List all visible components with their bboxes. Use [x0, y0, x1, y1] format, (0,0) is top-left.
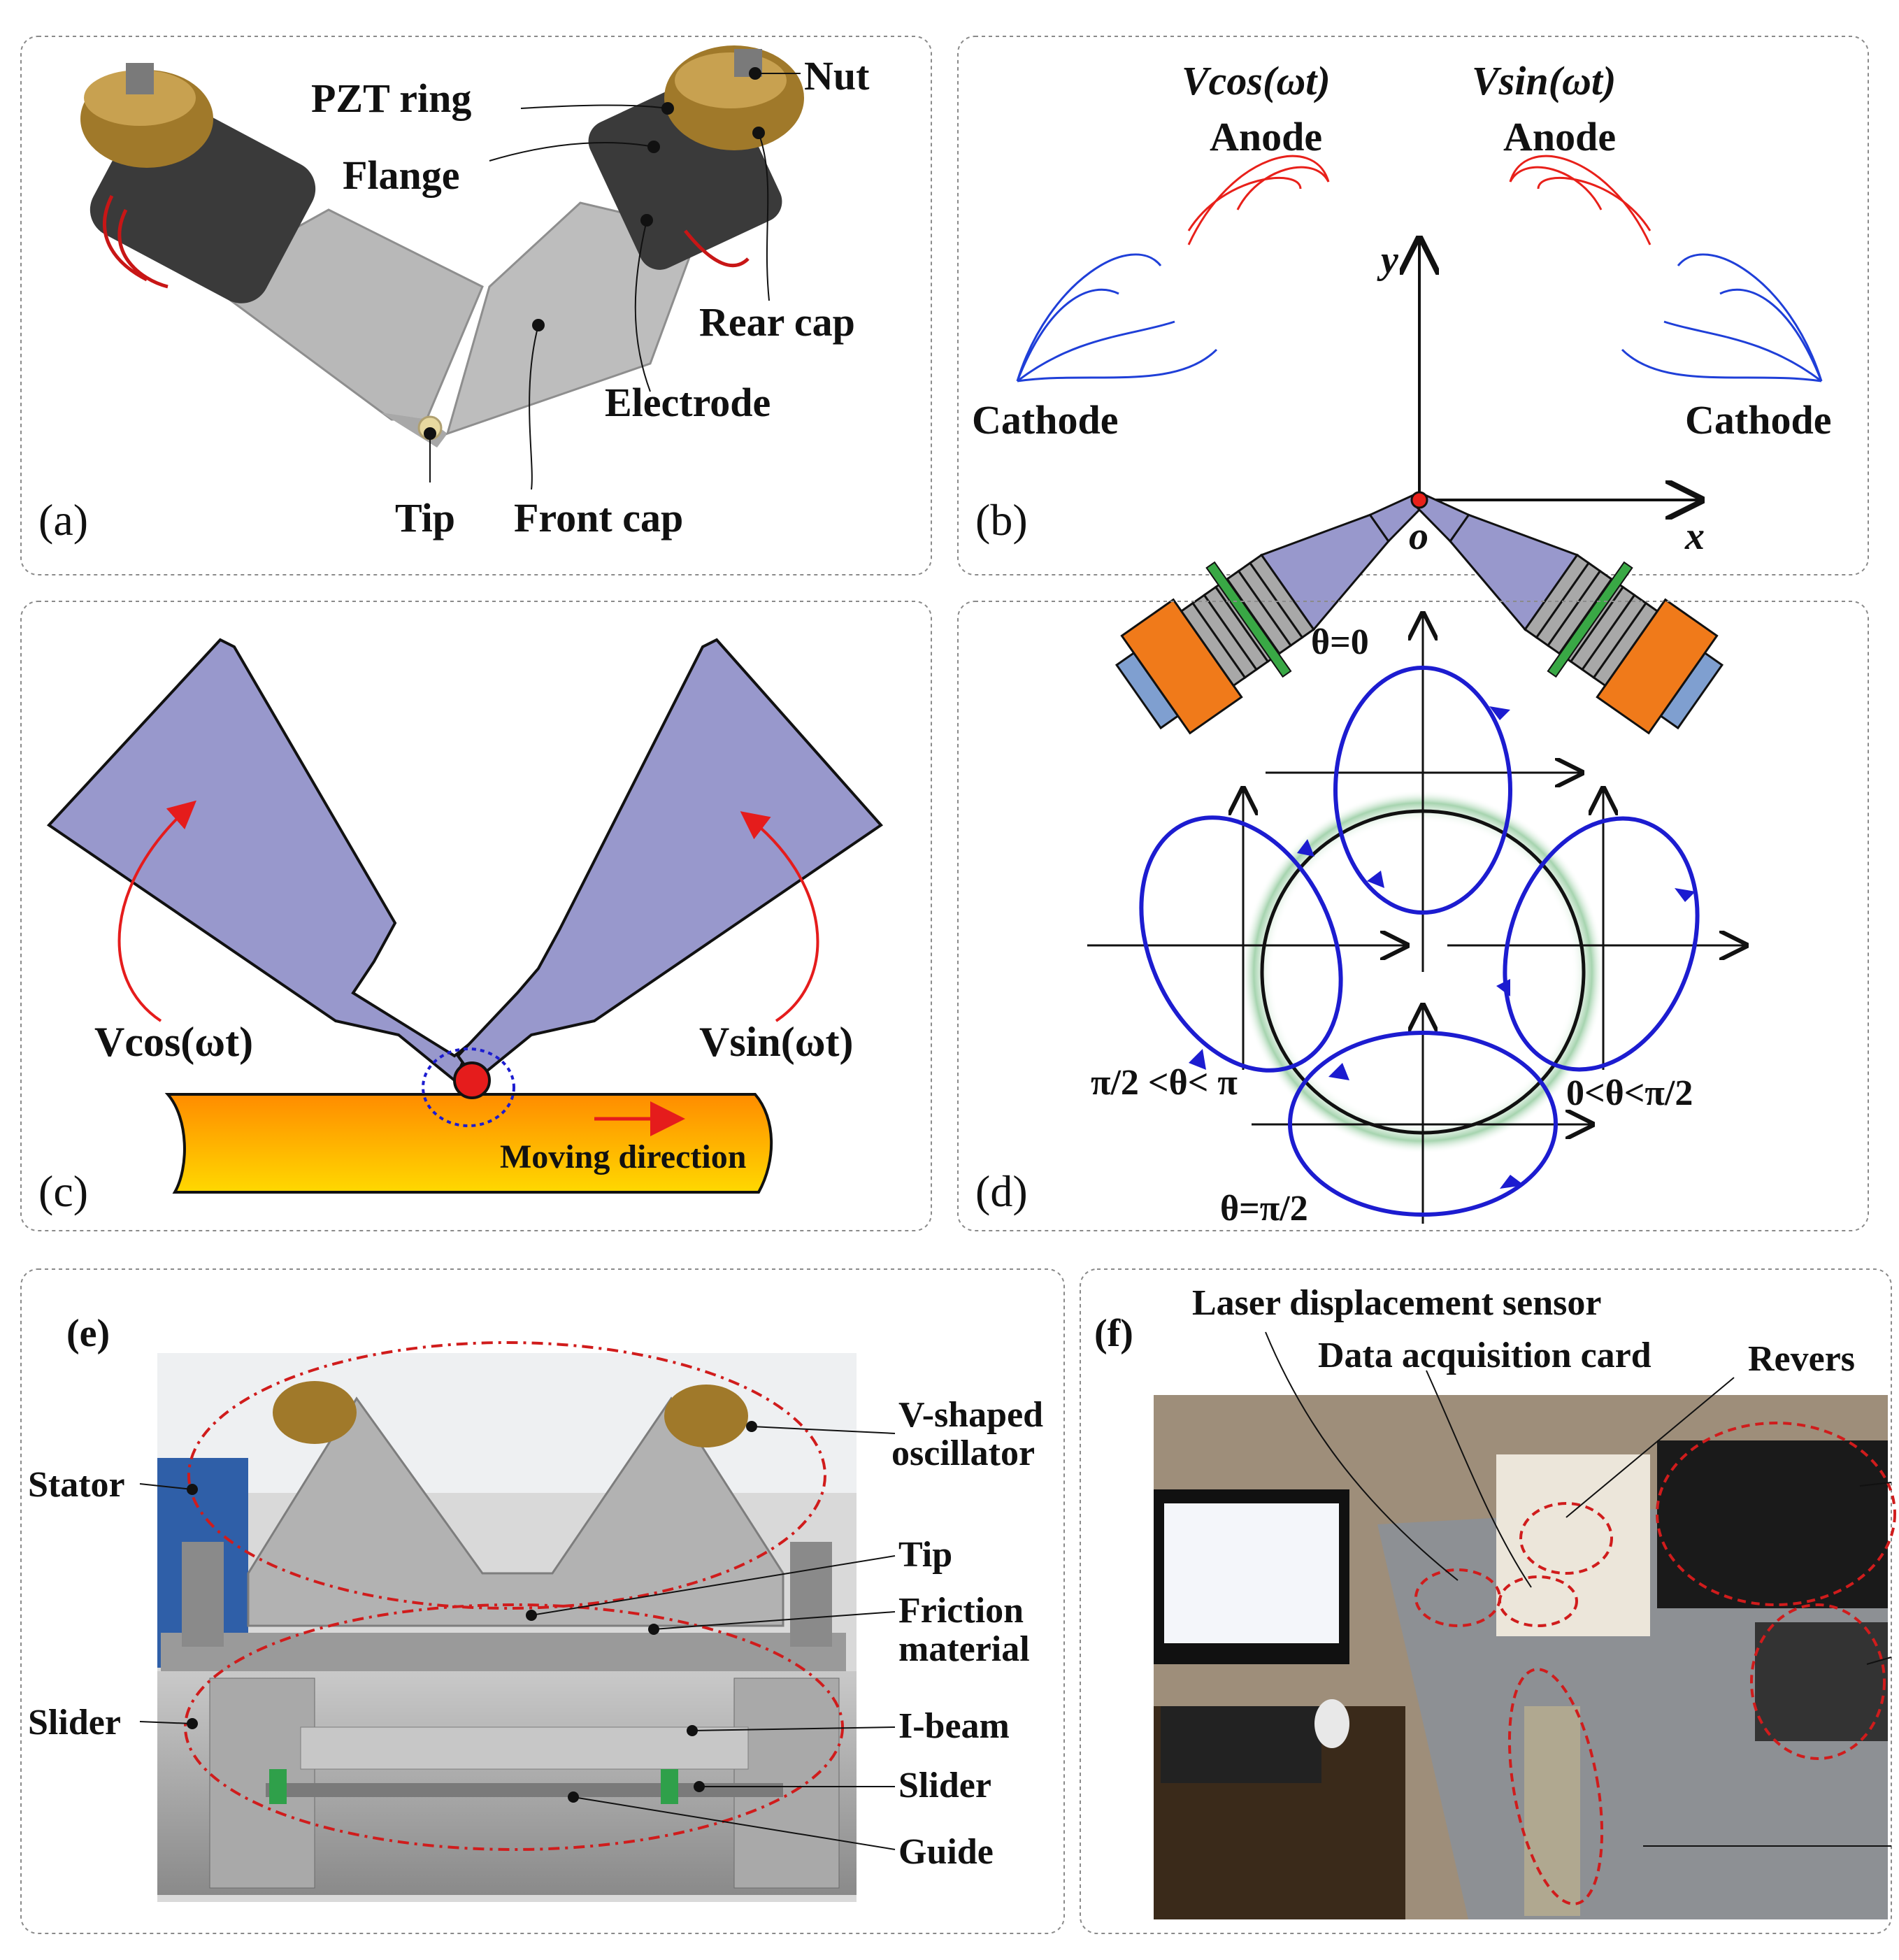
label-axis-x: x: [1684, 515, 1705, 558]
panel-a-leaders: [429, 73, 801, 490]
label-nut: Nut: [804, 53, 870, 99]
label-laser-sensor: Laser displacement sensor: [1192, 1283, 1601, 1323]
panel-e-id: (e): [66, 1312, 110, 1355]
panel-e-leaders: [139, 1426, 896, 1850]
pzt-stack-right: [1524, 553, 1659, 687]
panel-a-dots: [424, 67, 765, 440]
label-rear-cap: Rear cap: [699, 299, 855, 345]
label-anode-right: Anode: [1503, 114, 1616, 159]
label-daq-card: Data acquisition card: [1318, 1336, 1651, 1375]
orbit-right: [1503, 816, 1700, 1072]
stator-highlight: [187, 1341, 826, 1610]
orbit-direction-arrows: [1189, 706, 1696, 1189]
panel-a: PZT ring Nut Flange Rear cap Electrode T…: [20, 36, 932, 575]
panel-f: Laser displacement sensor Data acquisiti…: [1080, 1268, 1896, 1934]
setup-photo: [1154, 1395, 1888, 1919]
panel-f-highlights: [1414, 1422, 1896, 1905]
panel-f-id: (f): [1094, 1312, 1133, 1355]
transducer-left-photo: [80, 63, 484, 448]
horn-left-c: [46, 638, 473, 1083]
label-v-shaped: V-shaped: [898, 1395, 1043, 1435]
tip-c: [453, 1061, 491, 1099]
label-tip: Tip: [395, 495, 455, 541]
label-vcos-c: Vcos(ωt): [94, 1019, 253, 1065]
panel-b-border: [957, 36, 1869, 575]
horn-right-c: [456, 638, 884, 1082]
label-stator: Stator: [28, 1465, 125, 1505]
transducer-right-photo: [445, 45, 804, 436]
panel-e-border: [20, 1268, 1065, 1934]
label-electrode: Electrode: [605, 380, 771, 425]
oscillator-plate: [247, 1396, 784, 1627]
flange-left: [1205, 561, 1292, 678]
label-revers: Revers: [1748, 1339, 1855, 1379]
transducer-right-schematic: [1414, 492, 1724, 735]
tip-point: [1410, 491, 1428, 509]
panel-d: θ=0 0<θ<π/2 π/2 <θ< π θ=π/2 (d): [957, 601, 1869, 1231]
transducer-left-schematic: [1115, 492, 1425, 735]
label-oscillator: oscillator: [891, 1433, 1035, 1473]
wires: [1016, 155, 1823, 382]
label-i-beam: I-beam: [898, 1706, 1010, 1746]
label-material: material: [898, 1629, 1030, 1669]
panel-f-border: [1080, 1268, 1892, 1934]
panel-f-leaders: [1265, 1331, 1892, 1847]
label-vsin-b: Vsin(ωt): [1472, 58, 1616, 103]
label-vsin-c: Vsin(ωt): [699, 1019, 854, 1065]
label-friction: Friction: [898, 1591, 1024, 1631]
label-front-cap: Front cap: [514, 495, 683, 541]
orbit-bottom: [1288, 1031, 1558, 1217]
tip-orbit: [422, 1047, 515, 1127]
panel-a-id: (a): [38, 495, 88, 545]
label-cathode-left: Cathode: [972, 397, 1118, 443]
label-slider-left: Slider: [28, 1703, 121, 1743]
label-tip-e: Tip: [898, 1535, 952, 1575]
flange-right: [1547, 561, 1633, 678]
label-theta-bottom: θ=π/2: [1220, 1189, 1308, 1229]
label-guide: Guide: [898, 1832, 994, 1872]
label-slider-right: Slider: [898, 1766, 991, 1805]
panel-b: Vcos(ωt) Anode Vsin(ωt) Anode Cathode Ca…: [957, 36, 1869, 735]
panel-e: Stator Slider V-shaped oscillator Tip Fr…: [20, 1268, 1065, 1934]
orbit-left: [1139, 815, 1343, 1073]
label-cathode-right: Cathode: [1685, 397, 1831, 443]
label-theta-left: π/2 <θ< π: [1091, 1063, 1238, 1103]
rig-photo: [157, 1353, 857, 1902]
panel-c: Vcos(ωt) Vsin(ωt) Moving direction (c): [20, 601, 932, 1231]
label-origin: o: [1409, 515, 1428, 558]
label-flange: Flange: [343, 152, 460, 198]
panel-a-border: [20, 36, 932, 575]
label-theta-0: θ=0: [1311, 622, 1369, 662]
orbit-top: [1333, 666, 1512, 915]
rotation-arrow-right: [740, 811, 819, 1022]
label-moving-direction: Moving direction: [500, 1138, 746, 1175]
label-anode-left: Anode: [1210, 114, 1322, 159]
slider-highlight: [184, 1603, 844, 1851]
panel-c-id: (c): [38, 1166, 88, 1216]
rotation-arrow-left: [117, 800, 197, 1022]
panel-b-id: (b): [975, 495, 1028, 545]
panel-d-id: (d): [975, 1166, 1028, 1216]
label-vcos-b: Vcos(ωt): [1182, 58, 1331, 103]
panel-e-dots: [187, 1421, 757, 1803]
orbits: [1139, 666, 1700, 1217]
label-pzt-ring: PZT ring: [311, 76, 471, 121]
label-axis-y: y: [1377, 238, 1399, 282]
label-theta-right: 0<θ<π/2: [1566, 1073, 1693, 1113]
